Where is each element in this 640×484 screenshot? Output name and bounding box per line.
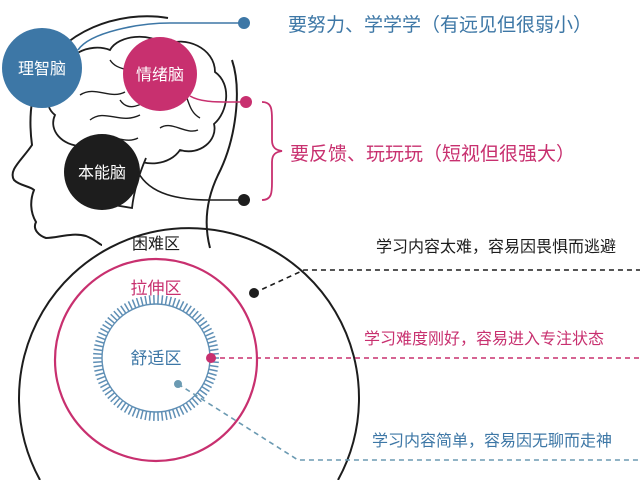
comfort-ring-tick — [117, 308, 123, 315]
comfort-ring-tick — [98, 380, 106, 384]
comfort-ring-tick — [200, 321, 207, 326]
comfort-ring-tick — [95, 341, 104, 343]
stretch-zone-description: 学习难度刚好，容易进入专注状态 — [364, 329, 604, 348]
comfort-ring-tick — [132, 408, 135, 416]
comfort-ring-tick — [103, 325, 111, 330]
comfort-ring-tick — [162, 295, 163, 304]
rational-description: 要努力、学学学（有远见但很弱小） — [288, 14, 592, 36]
comfort-ring-tick — [183, 405, 188, 413]
comfort-ring-tick — [162, 412, 163, 421]
comfort-ring-tick — [180, 301, 184, 309]
comfort-ring-tick — [209, 349, 218, 350]
comfort-ring-tick — [93, 354, 102, 355]
comfort-ring-tick — [97, 336, 105, 339]
comfort-ring-tick — [94, 366, 103, 367]
comfort-ring-tick — [111, 396, 117, 402]
comfort-ring-tick — [189, 308, 195, 315]
comfort-ring-tick — [209, 345, 218, 347]
stretch-zone-label: 拉伸区 — [131, 279, 182, 299]
comfort-ring-tick — [108, 393, 115, 399]
curly-brace — [262, 102, 282, 200]
comfort-ring-tick — [189, 401, 195, 408]
comfort-ring-tick — [207, 376, 215, 379]
comfort-ring-tick — [208, 341, 217, 343]
emotional-brain-label: 情绪脑 — [136, 65, 184, 84]
comfort-ring-tick — [121, 403, 126, 410]
comfort-ring-tick — [195, 396, 201, 402]
comfort-ring-tick — [169, 410, 171, 419]
comfort-ring-tick — [186, 403, 191, 410]
comfort-ring-tick — [100, 383, 108, 387]
comfort-ring-tick — [192, 311, 198, 318]
comfort-ring-tick — [103, 387, 111, 392]
comfort-ring-tick — [165, 411, 167, 420]
comfort-ring-tick — [121, 306, 126, 313]
difficult-zone-connector — [249, 270, 640, 298]
comfort-ring-tick — [105, 390, 112, 395]
comfort-ring-tick — [197, 318, 204, 324]
emotional-instinct-description: 要反馈、玩玩玩（短视但很强大） — [290, 143, 575, 165]
emotional-brain-node: 情绪脑 — [123, 37, 197, 111]
comfort-ring-tick — [114, 398, 120, 405]
comfort-ring-tick — [207, 336, 215, 339]
comfort-zone-label: 舒适区 — [131, 349, 182, 369]
comfort-ring-tick — [204, 328, 212, 332]
comfort-ring-tick — [105, 321, 112, 326]
comfort-ring-tick — [205, 380, 213, 384]
comfort-zone-description: 学习内容简单，容易因无聊而走神 — [372, 431, 612, 450]
comfort-ring-tick — [97, 376, 105, 379]
comfort-ring-tick — [114, 311, 120, 318]
comfort-ring-tick — [149, 412, 150, 421]
comfort-ring-tick — [195, 314, 201, 320]
comfort-ring-tick — [202, 325, 210, 330]
stretch-zone-connector — [206, 353, 640, 363]
comfort-ring-tick — [125, 303, 130, 311]
instinct-connector — [138, 172, 250, 206]
comfort-ring-tick — [128, 301, 132, 309]
comfort-ring-tick — [192, 398, 198, 405]
comfort-ring-tick — [204, 383, 212, 387]
comfort-ring-tick — [183, 303, 188, 311]
comfort-ring-tick — [141, 410, 143, 419]
rational-brain-node: 理智脑 — [2, 28, 82, 108]
comfort-ring-tick — [125, 405, 130, 413]
comfort-ring-tick — [111, 314, 117, 320]
comfort-ring-tick — [202, 387, 210, 392]
comfort-ring-tick — [94, 345, 103, 347]
rational-brain-label: 理智脑 — [18, 59, 66, 78]
instinct-brain-label: 本能脑 — [78, 163, 126, 182]
comfort-ring-tick — [108, 318, 115, 324]
comfort-ring-tick — [128, 407, 132, 415]
comfort-ring-tick — [149, 295, 150, 304]
comfort-ring-tick — [93, 362, 102, 363]
comfort-ring-tick — [94, 349, 103, 350]
comfort-ring-tick — [186, 306, 191, 313]
comfort-ring-tick — [176, 300, 179, 308]
comfort-ring-tick — [208, 373, 217, 375]
comfort-ring-tick — [117, 401, 123, 408]
difficult-zone-circle — [19, 228, 359, 480]
comfort-ring-tick — [197, 393, 204, 399]
comfort-ring-tick — [94, 369, 103, 371]
instinct-brain-node: 本能脑 — [64, 134, 140, 210]
difficult-zone-description: 学习内容太难，容易因畏惧而逃避 — [376, 237, 616, 256]
comfort-ring-tick — [205, 332, 213, 336]
comfort-ring-tick — [200, 390, 207, 395]
comfort-ring-tick — [180, 407, 184, 415]
comfort-ring-tick — [98, 332, 106, 336]
comfort-ring-tick — [173, 298, 176, 307]
comfort-ring-tick — [209, 366, 218, 367]
comfort-ring-tick — [95, 373, 104, 375]
comfort-ring-tick — [176, 408, 179, 416]
comfort-ring-tick — [137, 409, 140, 418]
comfort-ring-tick — [173, 409, 176, 418]
comfort-ring-tick — [132, 300, 135, 308]
comfort-ring-tick — [145, 411, 147, 420]
difficult-zone-label: 困难区 — [132, 234, 180, 253]
comfort-ring-tick — [100, 328, 108, 332]
comfort-ring-tick — [137, 298, 140, 307]
comfort-ring-tick — [209, 369, 218, 371]
